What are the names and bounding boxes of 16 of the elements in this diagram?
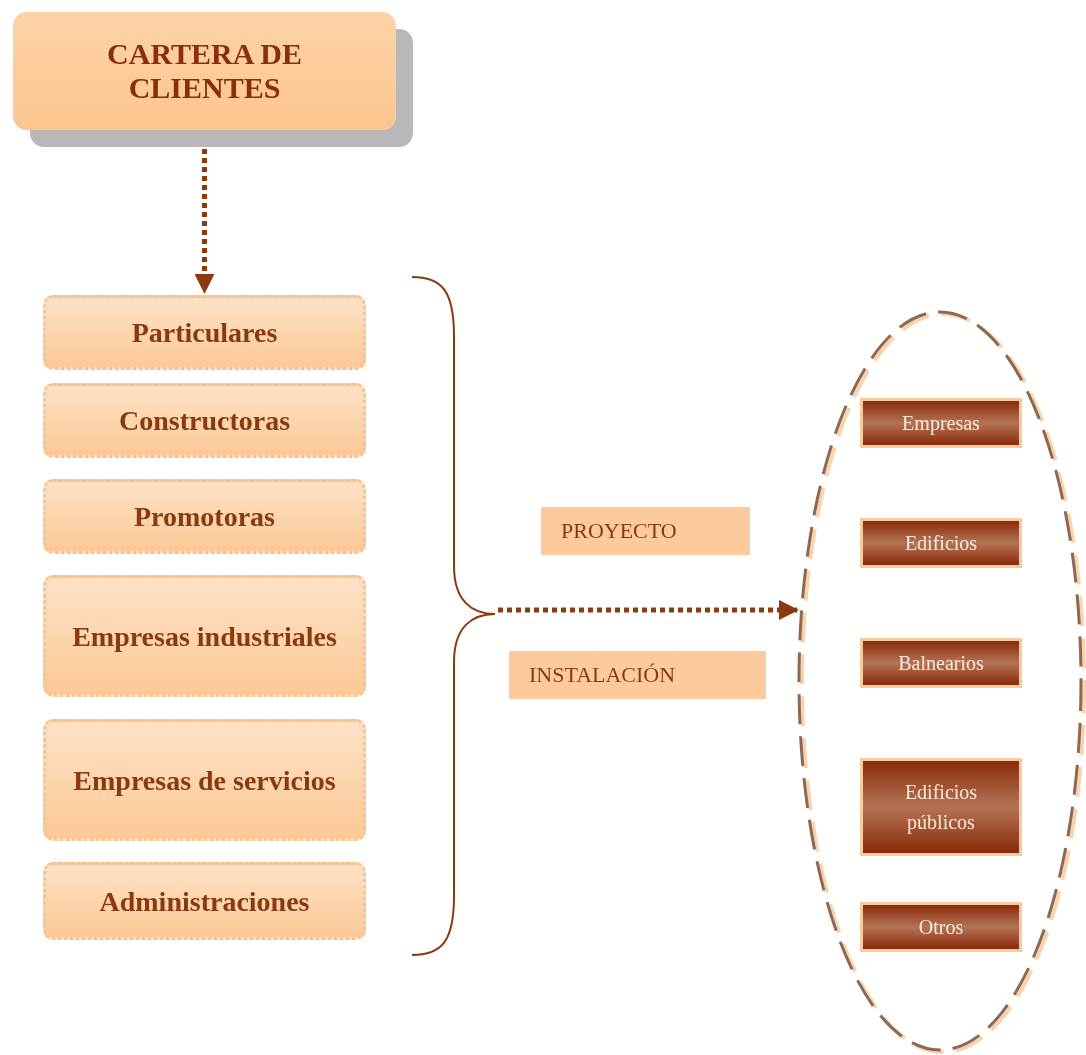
category-box: Empresas industriales bbox=[43, 575, 366, 697]
label-box: PROYECTO bbox=[541, 507, 750, 555]
label-box: INSTALACIÓN bbox=[509, 651, 766, 699]
category-box: Particulares bbox=[43, 295, 366, 370]
category-box: Constructoras bbox=[43, 383, 366, 458]
category-box: Promotoras bbox=[43, 479, 366, 554]
curly-brace bbox=[412, 276, 497, 956]
item-box: Otros bbox=[860, 902, 1022, 952]
item-box: Edificios públicos bbox=[860, 758, 1022, 856]
category-box: Administraciones bbox=[43, 862, 366, 940]
item-box: Empresas bbox=[860, 398, 1022, 448]
item-box: Edificios bbox=[860, 518, 1022, 568]
category-box: Empresas de servicios bbox=[43, 719, 366, 841]
dotted-arrow bbox=[498, 600, 799, 620]
item-box: Balnearios bbox=[860, 638, 1022, 688]
dashed-ellipse bbox=[795, 308, 1085, 1054]
